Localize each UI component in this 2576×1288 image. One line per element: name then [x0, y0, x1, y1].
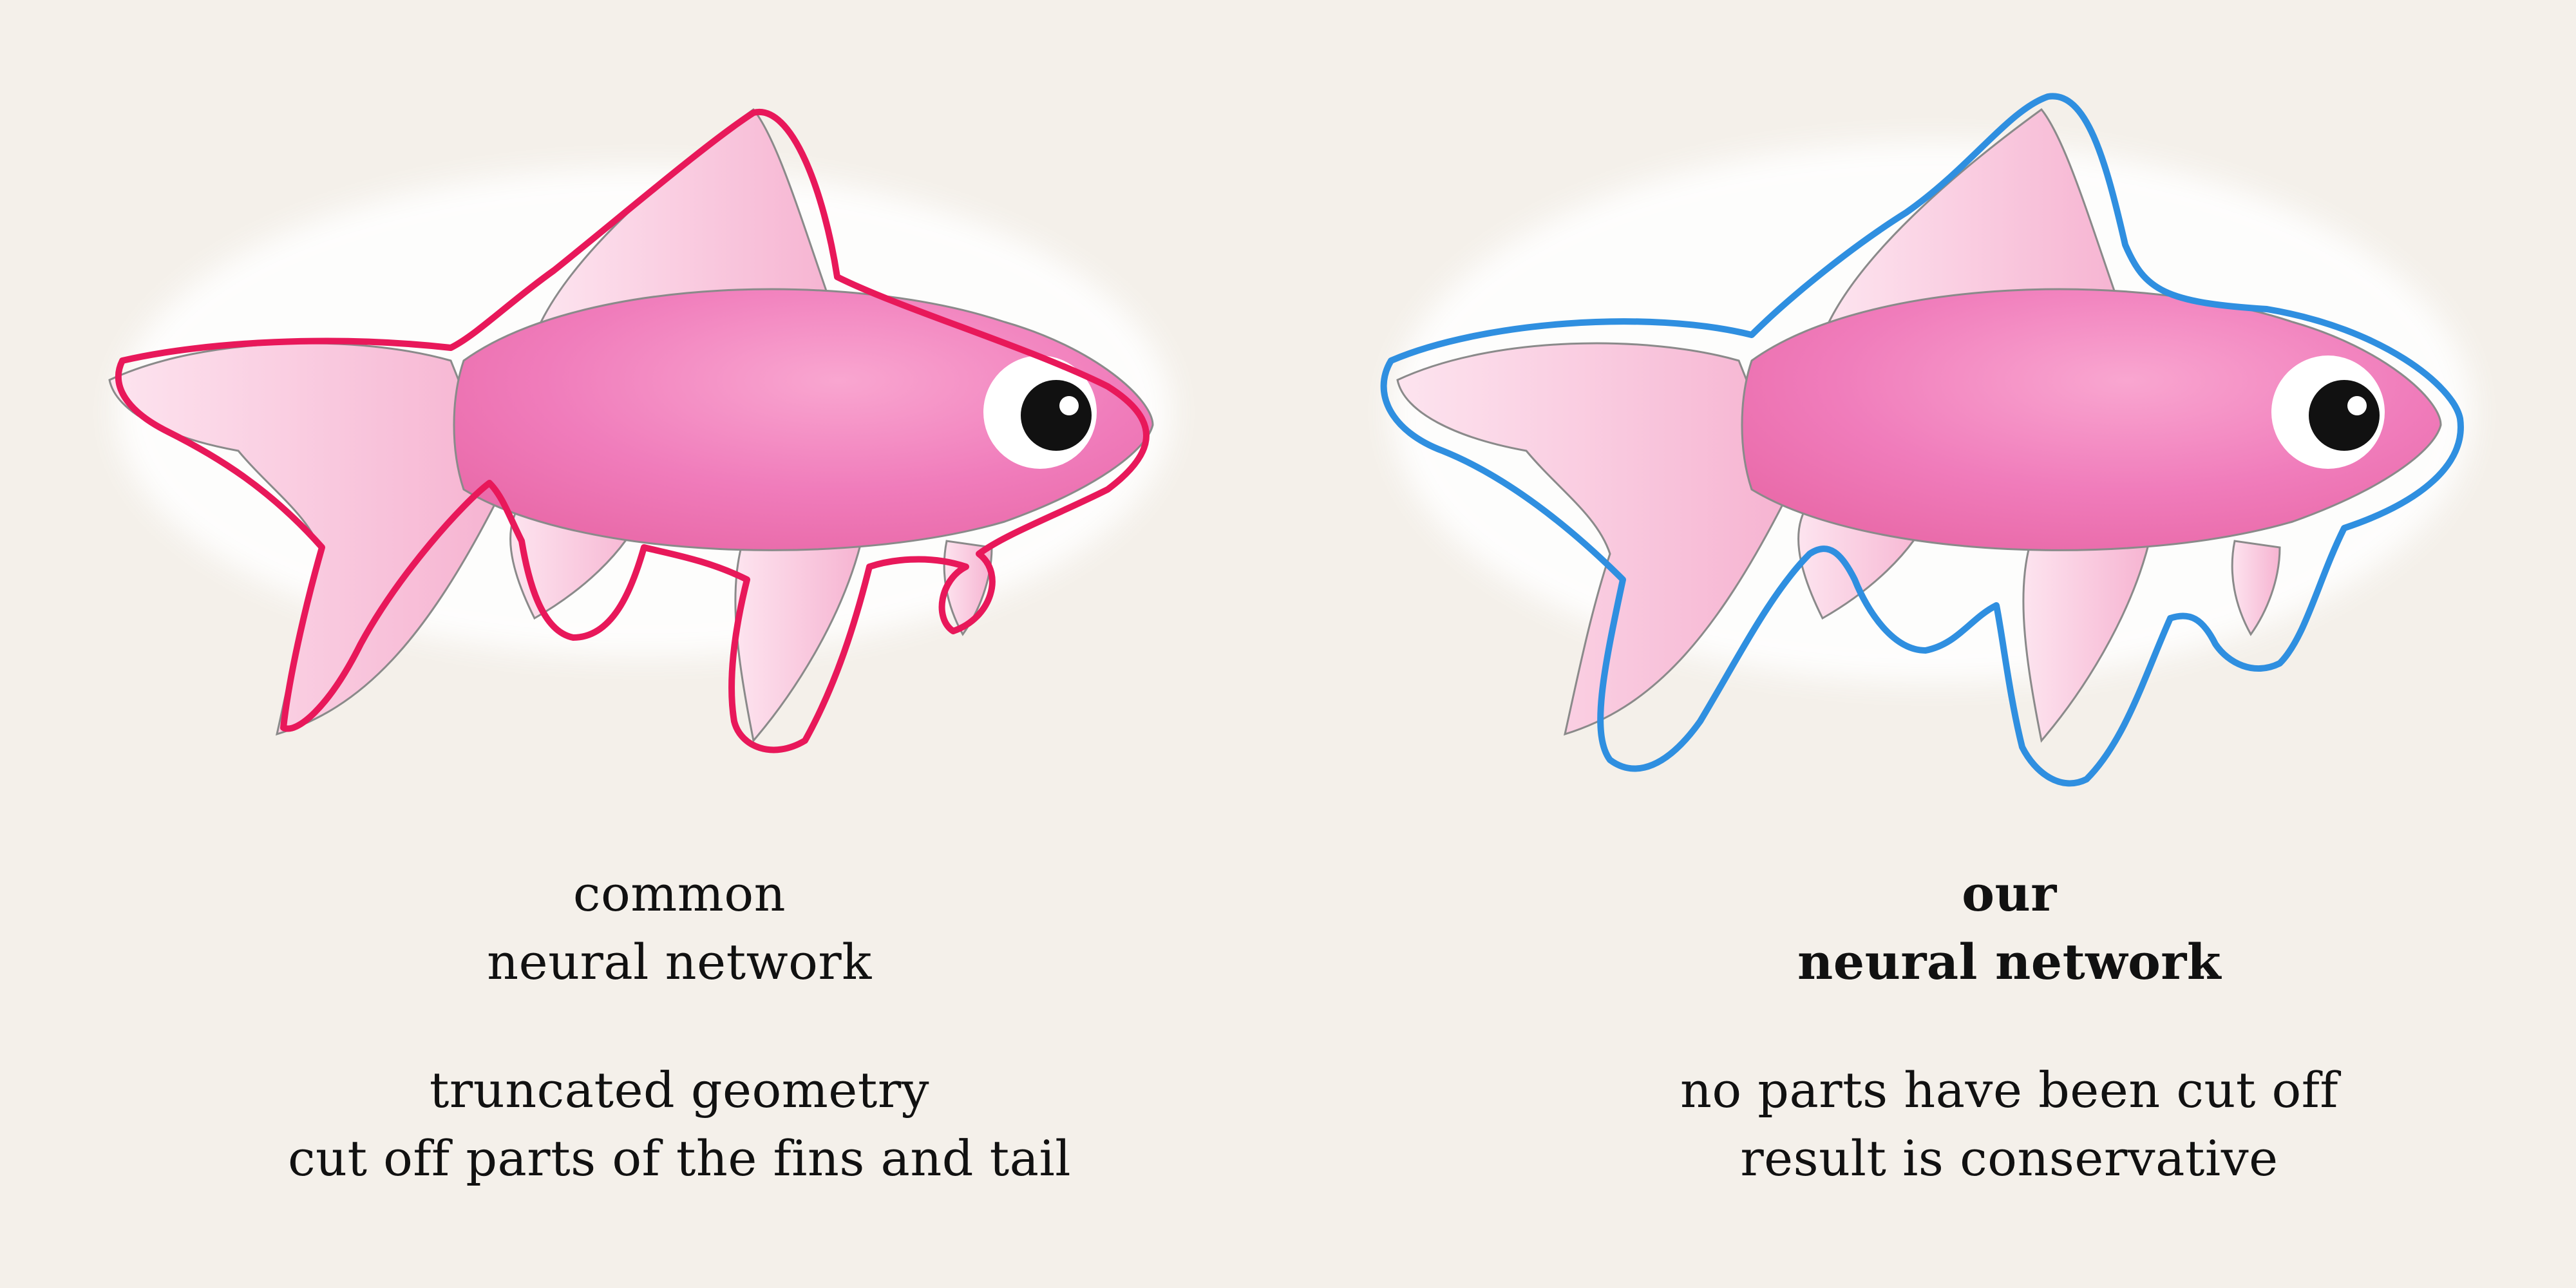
caption-title-line: common — [573, 865, 786, 922]
caption-description-common: truncated geometry cut off parts of the … — [229, 1056, 1130, 1193]
caption-title-line: neural network — [487, 933, 872, 990]
fish-eye-icon — [983, 355, 1097, 469]
caption-title-line: our — [1962, 865, 2057, 922]
tail-fin — [1396, 342, 1792, 736]
fish-eye-icon — [2271, 355, 2385, 469]
panel-ours: our neural network no parts have been cu… — [1288, 0, 2576, 1288]
network-outline-common — [115, 108, 1150, 753]
caption-title-common: common neural network — [229, 860, 1130, 996]
fish-illustration-common — [108, 108, 1172, 753]
tail-fin — [108, 342, 504, 736]
caption-description-line: cut off parts of the fins and tail — [287, 1130, 1072, 1187]
dorsal-fin — [1827, 108, 2127, 323]
caption-title-ours: our neural network — [1558, 860, 2460, 996]
caption-description-line: result is conservative — [1740, 1130, 2278, 1187]
caption-description-line: no parts have been cut off — [1680, 1061, 2339, 1119]
fish-body-ours — [1396, 108, 2442, 743]
fish-body — [1741, 288, 2442, 551]
fish-illustration-ours — [1380, 93, 2473, 787]
network-outline-ours — [1380, 93, 2464, 787]
caption-description-line: truncated geometry — [429, 1061, 930, 1119]
fish-body-common — [108, 108, 1154, 743]
panel-common: common neural network truncated geometry… — [108, 108, 1172, 1193]
caption-title-line: neural network — [1797, 933, 2221, 990]
fish-body — [453, 288, 1154, 551]
pelvic-fin-2 — [2022, 527, 2152, 743]
pectoral-fin — [2231, 540, 2281, 636]
caption-description-ours: no parts have been cut off result is con… — [1558, 1056, 2460, 1193]
pelvic-fin-2 — [734, 527, 864, 743]
